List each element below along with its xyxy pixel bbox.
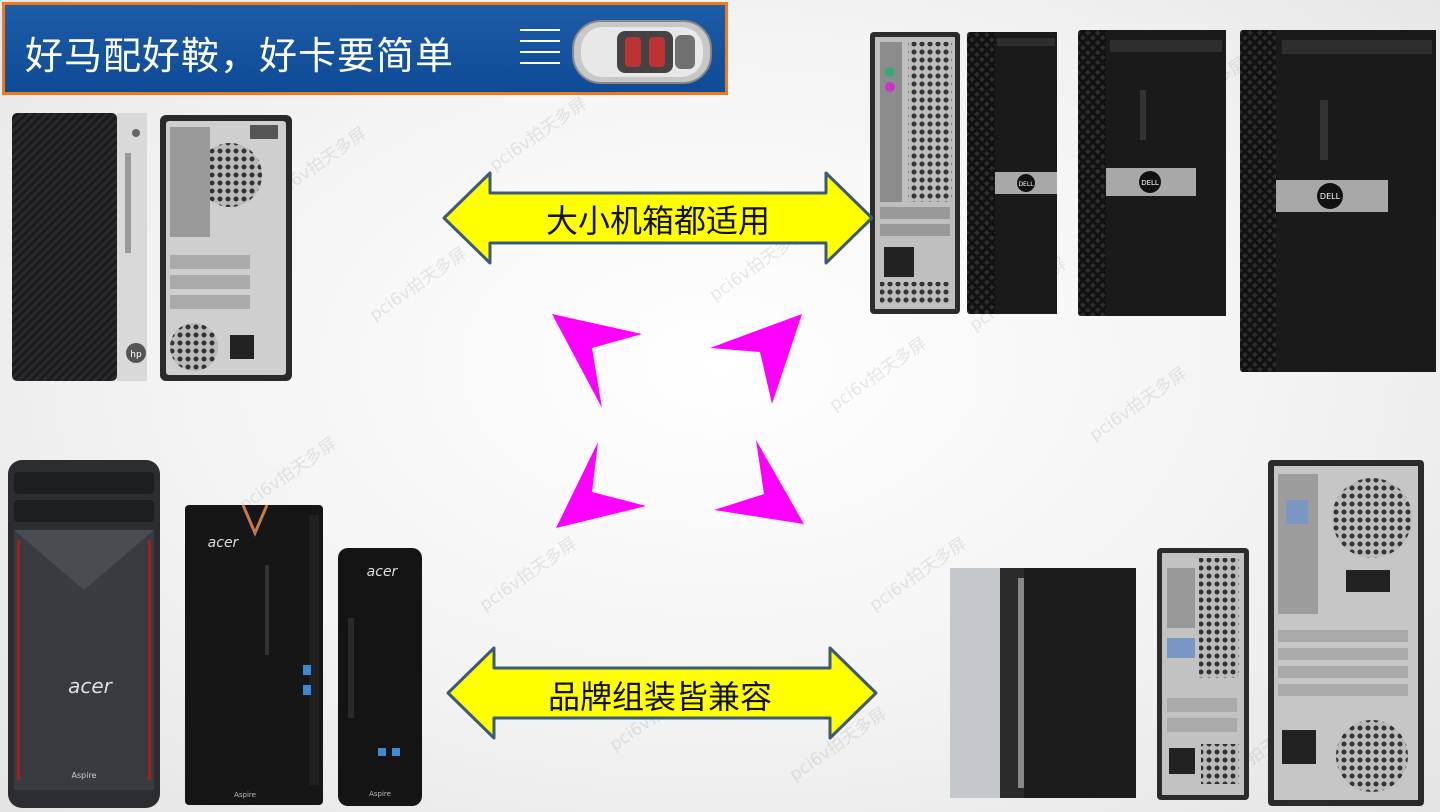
hp-logo: hp — [130, 350, 142, 360]
dell-logo: DELL — [1320, 192, 1341, 201]
watermark: pci6v拍天多屏 — [485, 93, 591, 176]
acer-aspire-tower-large: acer Aspire — [8, 460, 160, 812]
hp-tower-front: hp — [12, 113, 147, 385]
aspire-label: Aspire — [369, 790, 391, 798]
menu-icon — [520, 29, 560, 69]
acer-logo: acer — [367, 564, 399, 580]
dell-mt-small: DELL — [1078, 30, 1226, 320]
bottom-arrow-label: 品牌组装皆兼容 — [548, 678, 773, 716]
acer-logo: acer — [68, 674, 114, 698]
dell-mt-large: DELL — [1240, 30, 1436, 376]
watermark: pci6v拍天多屏 — [1085, 363, 1191, 446]
watermark: pci6v拍天多屏 — [235, 433, 341, 516]
dell-logo: DELL — [1018, 181, 1034, 188]
dell-logo: DELL — [1141, 179, 1159, 187]
acer-logo: acer — [208, 535, 240, 551]
double-arrow-bottom — [446, 646, 878, 740]
aspire-label: Aspire — [72, 771, 97, 780]
top-arrow-label: 大小机箱都适用 — [546, 202, 771, 240]
hp-tower-rear — [160, 115, 292, 385]
dell-sff-rear — [870, 32, 960, 318]
focus-brackets-icon — [552, 314, 804, 528]
aspire-label: Aspire — [234, 791, 256, 799]
watermark: pci6v拍天多屏 — [475, 533, 581, 616]
title-banner: 好马配好鞍，好卡要简单 — [2, 2, 728, 95]
watermark: pci6v拍天多屏 — [825, 333, 931, 416]
dell-sff-front: DELL — [967, 32, 1057, 318]
banner-title: 好马配好鞍，好卡要简单 — [25, 34, 455, 78]
car-icon — [572, 20, 712, 84]
acer-aspire-tower-medium: acer Aspire — [185, 504, 323, 809]
lenovo-tower-front — [950, 568, 1136, 802]
lenovo-tower-rear — [1268, 460, 1424, 810]
double-arrow-top — [442, 171, 874, 265]
lenovo-sff-rear — [1157, 548, 1249, 804]
acer-aspire-tower-slim: acer Aspire — [338, 548, 422, 810]
